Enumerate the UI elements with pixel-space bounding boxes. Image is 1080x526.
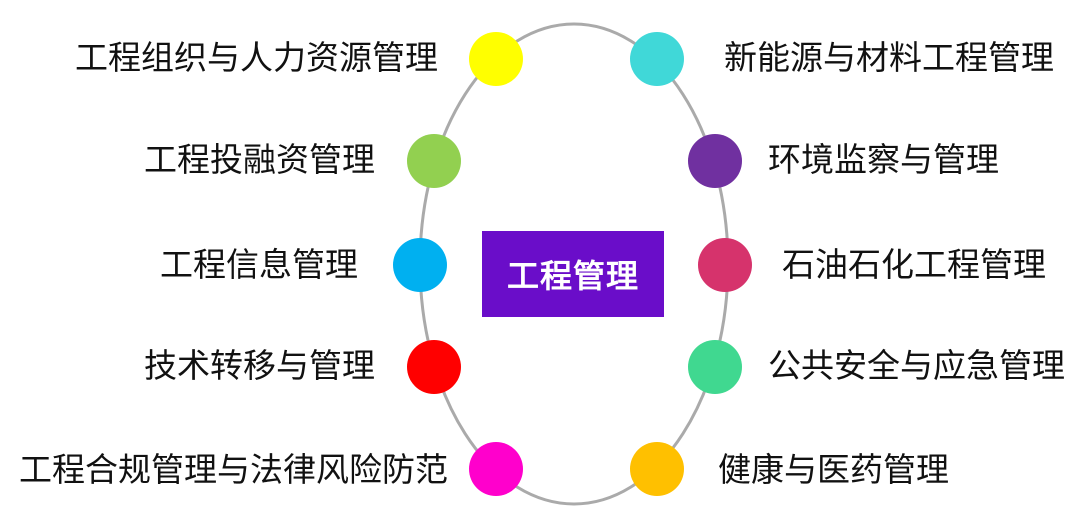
node-dot-public-safety-emergency [688, 340, 742, 394]
node-label-health-medicine: 健康与医药管理 [718, 450, 949, 489]
node-label-compliance-legal-risk: 工程合规管理与法律风险防范 [19, 450, 448, 489]
node-label-public-safety-emergency: 公共安全与应急管理 [768, 346, 1065, 385]
node-dot-compliance-legal-risk [469, 442, 523, 496]
node-label-petrochemical-engineering: 石油石化工程管理 [782, 245, 1046, 284]
node-dot-health-medicine [630, 442, 684, 496]
center-node: 工程管理 [482, 231, 664, 317]
node-dot-environment-monitoring [688, 134, 742, 188]
node-label-new-energy-materials: 新能源与材料工程管理 [724, 38, 1054, 77]
node-label-environment-monitoring: 环境监察与管理 [768, 140, 999, 179]
center-node-label: 工程管理 [506, 257, 639, 295]
node-dot-new-energy-materials [630, 32, 684, 86]
node-dot-petrochemical-engineering [698, 238, 752, 292]
node-dot-information-management [393, 238, 447, 292]
node-label-investment-financing: 工程投融资管理 [144, 140, 375, 179]
node-label-information-management: 工程信息管理 [160, 245, 358, 284]
node-dot-technology-transfer [407, 340, 461, 394]
node-dot-investment-financing [407, 134, 461, 188]
node-dot-hr-management [469, 32, 523, 86]
node-label-technology-transfer: 技术转移与管理 [144, 346, 375, 385]
node-label-hr-management: 工程组织与人力资源管理 [75, 38, 438, 77]
